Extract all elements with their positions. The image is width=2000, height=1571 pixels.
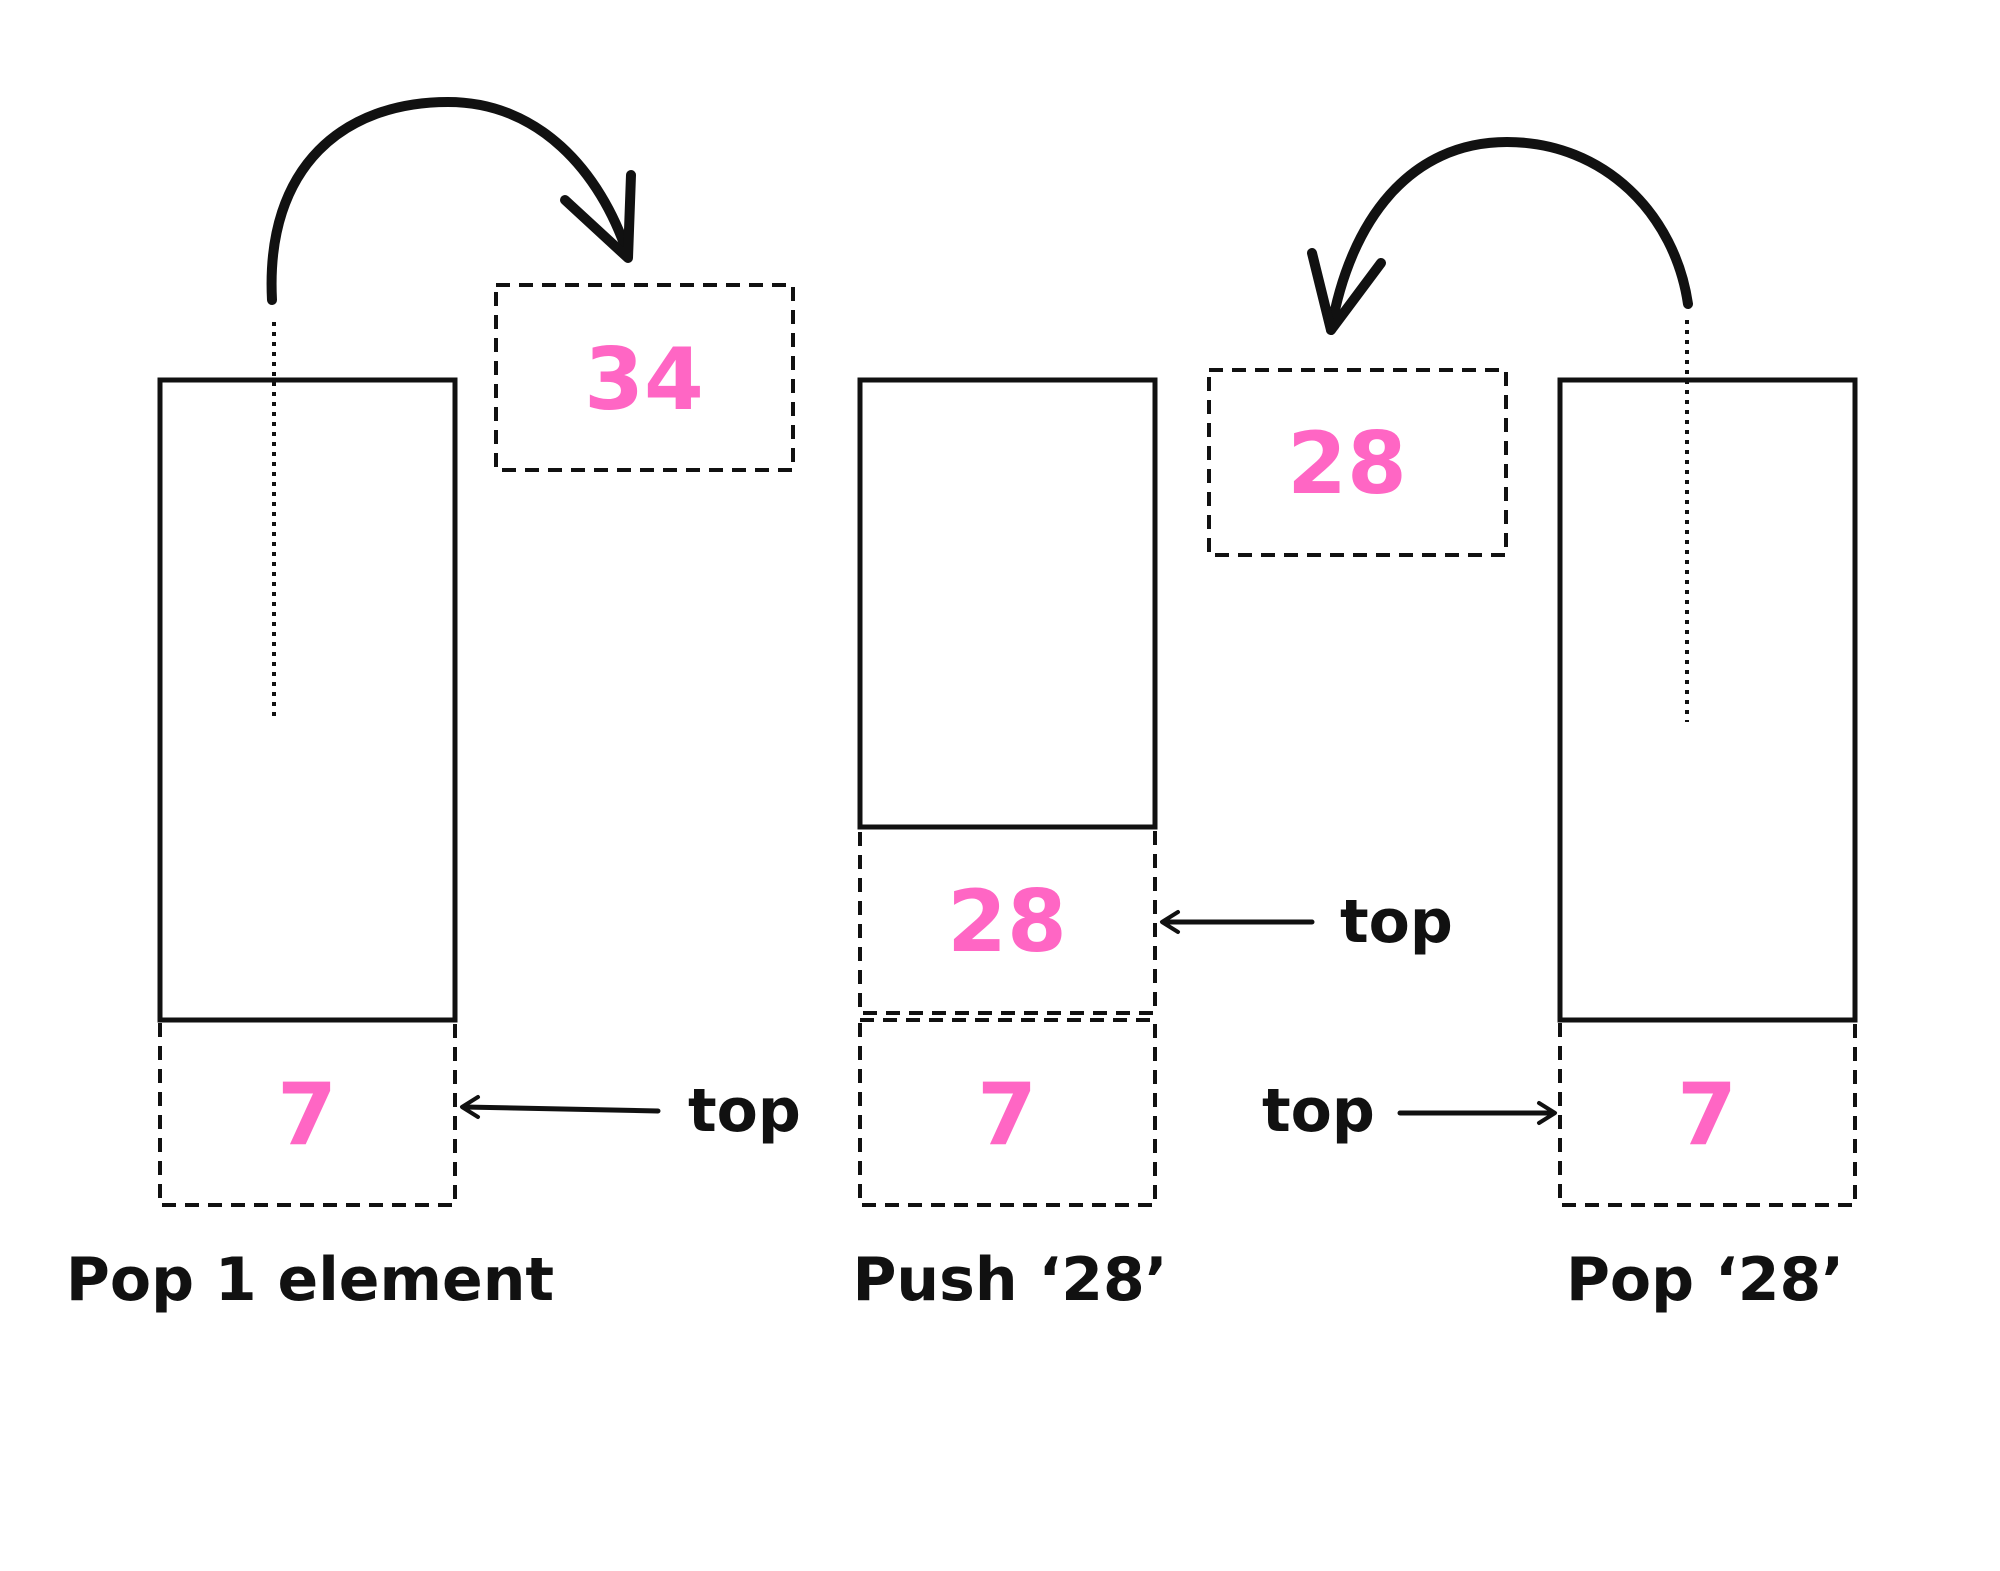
caption-push-28: Push ‘28’ <box>852 1245 1167 1315</box>
popped-element-value: 34 <box>584 330 704 430</box>
top-label-3: top <box>1262 1076 1375 1146</box>
top-pointer-arrowhead-2 <box>1160 910 1180 934</box>
panel-pop-28: 28 7 top Pop ‘28’ <box>1207 137 1858 1315</box>
stack-container-3 <box>1557 377 1858 1023</box>
top-label-2: top <box>1340 887 1453 957</box>
popped-element-box <box>494 283 795 472</box>
panel-push-28: 28 7 top Push ‘28’ <box>852 377 1453 1315</box>
top-label-1: top <box>688 1076 801 1146</box>
caption-pop-28: Pop ‘28’ <box>1566 1245 1844 1315</box>
stack-value-top-2: 28 <box>947 872 1067 972</box>
stack-cell-bottom-3 <box>1558 1018 1857 1207</box>
popped-28-value: 28 <box>1287 414 1407 514</box>
top-pointer-arrowhead-3 <box>1537 1101 1557 1125</box>
stack-value-bottom-2: 7 <box>977 1065 1037 1165</box>
stack-cell-bottom-1 <box>158 1018 457 1207</box>
stack-value-bottom-1: 7 <box>277 1065 337 1165</box>
stack-container-2 <box>857 377 1158 830</box>
stack-cell-bottom-2 <box>858 1018 1157 1207</box>
stack-cell-top-2 <box>858 825 1157 1015</box>
stack-container-1 <box>157 377 458 1023</box>
pop-curve-arrow-3 <box>1326 137 1693 335</box>
pop-arrow-head-1 <box>560 170 636 263</box>
pop-arrow-head-3 <box>1307 248 1386 335</box>
pop-curve-arrow-1 <box>266 97 633 305</box>
stack-value-bottom-3: 7 <box>1677 1065 1737 1165</box>
popped-28-box <box>1207 368 1508 557</box>
top-pointer-arrowhead-1 <box>460 1095 480 1119</box>
panel-pop-1-element: 7 34 top Pop 1 element <box>66 97 801 1315</box>
top-pointer-line-1 <box>461 1104 661 1114</box>
caption-pop-1-element: Pop 1 element <box>66 1245 554 1315</box>
